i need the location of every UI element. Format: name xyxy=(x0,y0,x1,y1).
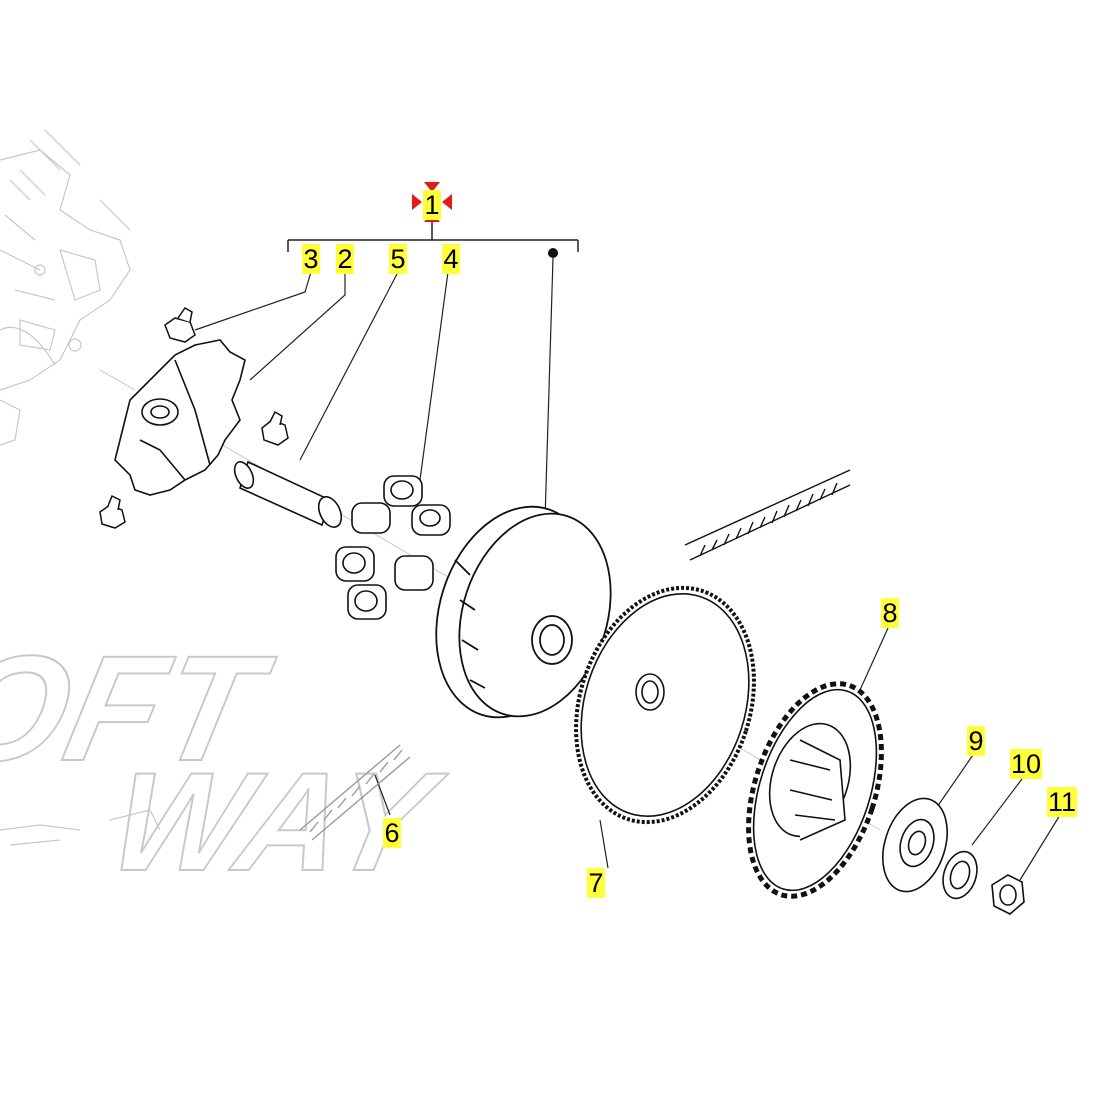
slider-clip-parts xyxy=(99,307,289,529)
roller-weights xyxy=(335,475,451,620)
callout-6[interactable]: 6 xyxy=(378,818,406,848)
fan-pulley xyxy=(746,681,884,899)
callout-5[interactable]: 5 xyxy=(384,244,412,274)
variator-pulley xyxy=(435,505,612,719)
assembly-bracket xyxy=(287,222,579,252)
leader-lines xyxy=(194,257,1061,881)
hub-plate xyxy=(882,797,948,893)
callout-9-label: 9 xyxy=(967,726,985,756)
callout-7[interactable]: 7 xyxy=(582,868,610,898)
callout-11[interactable]: 11 xyxy=(1042,787,1082,817)
callout-7-label: 7 xyxy=(587,868,605,898)
callout-5-label: 5 xyxy=(389,244,407,274)
callout-8[interactable]: 8 xyxy=(876,598,904,628)
callout-9[interactable]: 9 xyxy=(962,726,990,756)
callout-3-label: 3 xyxy=(302,244,320,274)
drive-belt-fragment xyxy=(684,469,851,561)
watermark-line1: SOFT xyxy=(0,626,284,793)
callout-2[interactable]: 2 xyxy=(331,244,359,274)
belt-segment-faint xyxy=(299,744,411,841)
callout-4[interactable]: 4 xyxy=(437,244,465,274)
sleeve-bushing xyxy=(233,460,343,528)
washer xyxy=(942,850,978,900)
callout-assembly[interactable]: 1 xyxy=(418,190,446,220)
callout-assembly-label: 1 xyxy=(423,190,441,220)
callout-6-label: 6 xyxy=(383,818,401,848)
callout-2-label: 2 xyxy=(336,244,354,274)
callout-10-label: 10 xyxy=(1009,749,1043,779)
hex-nut xyxy=(991,874,1025,915)
callout-4-label: 4 xyxy=(442,244,460,274)
gear-wheel xyxy=(574,585,756,825)
ramp-plate xyxy=(114,339,246,496)
callout-8-label: 8 xyxy=(881,598,899,628)
callout-3[interactable]: 3 xyxy=(297,244,325,274)
bullet-icon xyxy=(548,248,558,258)
callout-11-label: 11 xyxy=(1046,787,1078,817)
callout-10[interactable]: 10 xyxy=(1006,749,1046,779)
background-engine-sketch xyxy=(0,129,161,846)
